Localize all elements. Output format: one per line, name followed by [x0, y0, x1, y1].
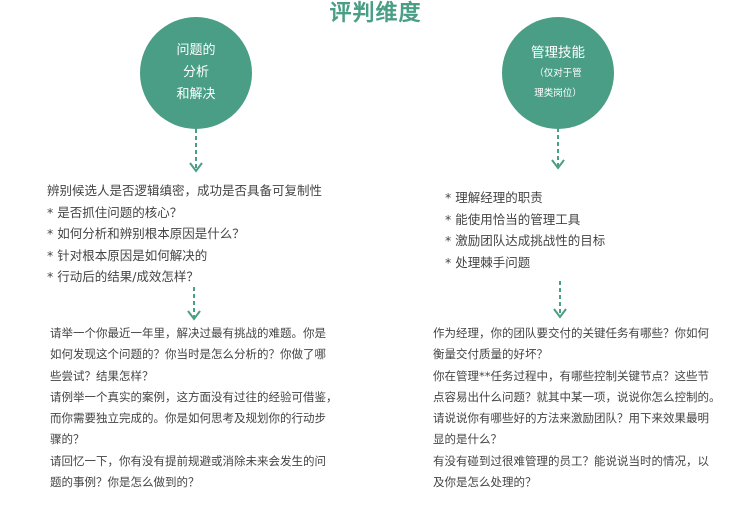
interview-question-line: 显的是什么？: [433, 432, 502, 447]
page-title: 评判维度: [329, 1, 422, 26]
circle-label-line: 和解决: [176, 87, 216, 102]
criteria-item: * 理解经理的职责: [445, 190, 543, 205]
interview-question-line: 而你需要独立完成的。你是如何思考及规划你的行动步: [50, 411, 326, 426]
interview-question-line: 衡量交付质量的好坏？: [433, 347, 548, 362]
down-arrow-icon: [187, 287, 201, 323]
circle-sub-label-line: （仅对于管: [534, 68, 582, 79]
interview-question-line: 及你是怎么处理的？: [433, 475, 537, 490]
interview-question-line: 请举一个你最近一年里，解决过最有挑战的难题。你是: [50, 326, 326, 340]
interview-question-line: 题的事例？你是怎么做到的？: [50, 475, 200, 490]
right-dimension-circle: 管理技能 （仅对于管 理类岗位）: [502, 17, 614, 129]
left-criteria-list: 辨别候选人是否逻辑缜密，成功是否具备可复制性 * 是否抓住问题的核心？ * 如何…: [47, 180, 322, 288]
circle-label-line: 管理技能: [531, 45, 585, 61]
interview-question-line: 如何发现这个问题的？你当时是怎么分析的？你做了哪: [50, 347, 326, 362]
interview-question-line: 请说说你有哪些好的方法来激励团队？用下来效果最明: [433, 411, 709, 426]
down-arrow-icon: [551, 128, 565, 172]
down-arrow-icon: [553, 281, 567, 321]
circle-sub-label-line: 理类岗位）: [534, 88, 582, 99]
left-question-list: 请举一个你最近一年里，解决过最有挑战的难题。你是 如何发现这个问题的？你当时是怎…: [50, 323, 338, 493]
interview-question-line: 作为经理，你的团队要交付的关键任务有哪些？你如何: [433, 326, 709, 340]
criteria-item: * 如何分析和辨别根本原因是什么？: [47, 226, 245, 241]
right-question-list: 作为经理，你的团队要交付的关键任务有哪些？你如何 衡量交付质量的好坏？ 你在管理…: [433, 323, 721, 493]
interview-question-line: 些尝试？结果怎样？: [50, 368, 154, 383]
criteria-item: * 激励团队达成挑战性的目标: [445, 233, 606, 248]
criteria-item: * 行动后的结果/成效怎样？: [47, 269, 199, 284]
circle-label-line: 分析: [182, 65, 209, 80]
interview-question-line: 请回忆一下，你有没有提前规避或消除未来会发生的问: [50, 453, 326, 468]
left-dimension-circle: 问题的 分析 和解决: [140, 17, 252, 129]
criteria-item: * 针对根本原因是如何解决的: [47, 247, 208, 263]
interview-question-line: 有没有碰到过很难管理的员工？能说说当时的情况，以: [433, 453, 709, 468]
interview-question-line: 请例举一个真实的案例，这方面没有过往的经验可借鉴，: [50, 389, 338, 404]
criteria-item: * 处理棘手问题: [445, 254, 531, 270]
down-arrow-icon: [189, 129, 203, 175]
interview-question-line: 骤的？: [50, 432, 85, 447]
criteria-heading: 辨别候选人是否逻辑缜密，成功是否具备可复制性: [47, 183, 323, 198]
right-criteria-list: * 理解经理的职责 * 能使用恰当的管理工具 * 激励团队达成挑战性的目标 * …: [445, 187, 605, 273]
interview-question-line: 点容易出什么问题？就其中某一项，说说你怎么控制的。: [433, 389, 721, 404]
interview-question-line: 你在管理**任务过程中，有哪些控制关键节点？这些节: [433, 368, 709, 383]
criteria-item: * 是否抓住问题的核心？: [47, 204, 183, 220]
criteria-item: * 能使用恰当的管理工具: [445, 211, 581, 227]
circle-label-line: 问题的: [176, 43, 216, 58]
